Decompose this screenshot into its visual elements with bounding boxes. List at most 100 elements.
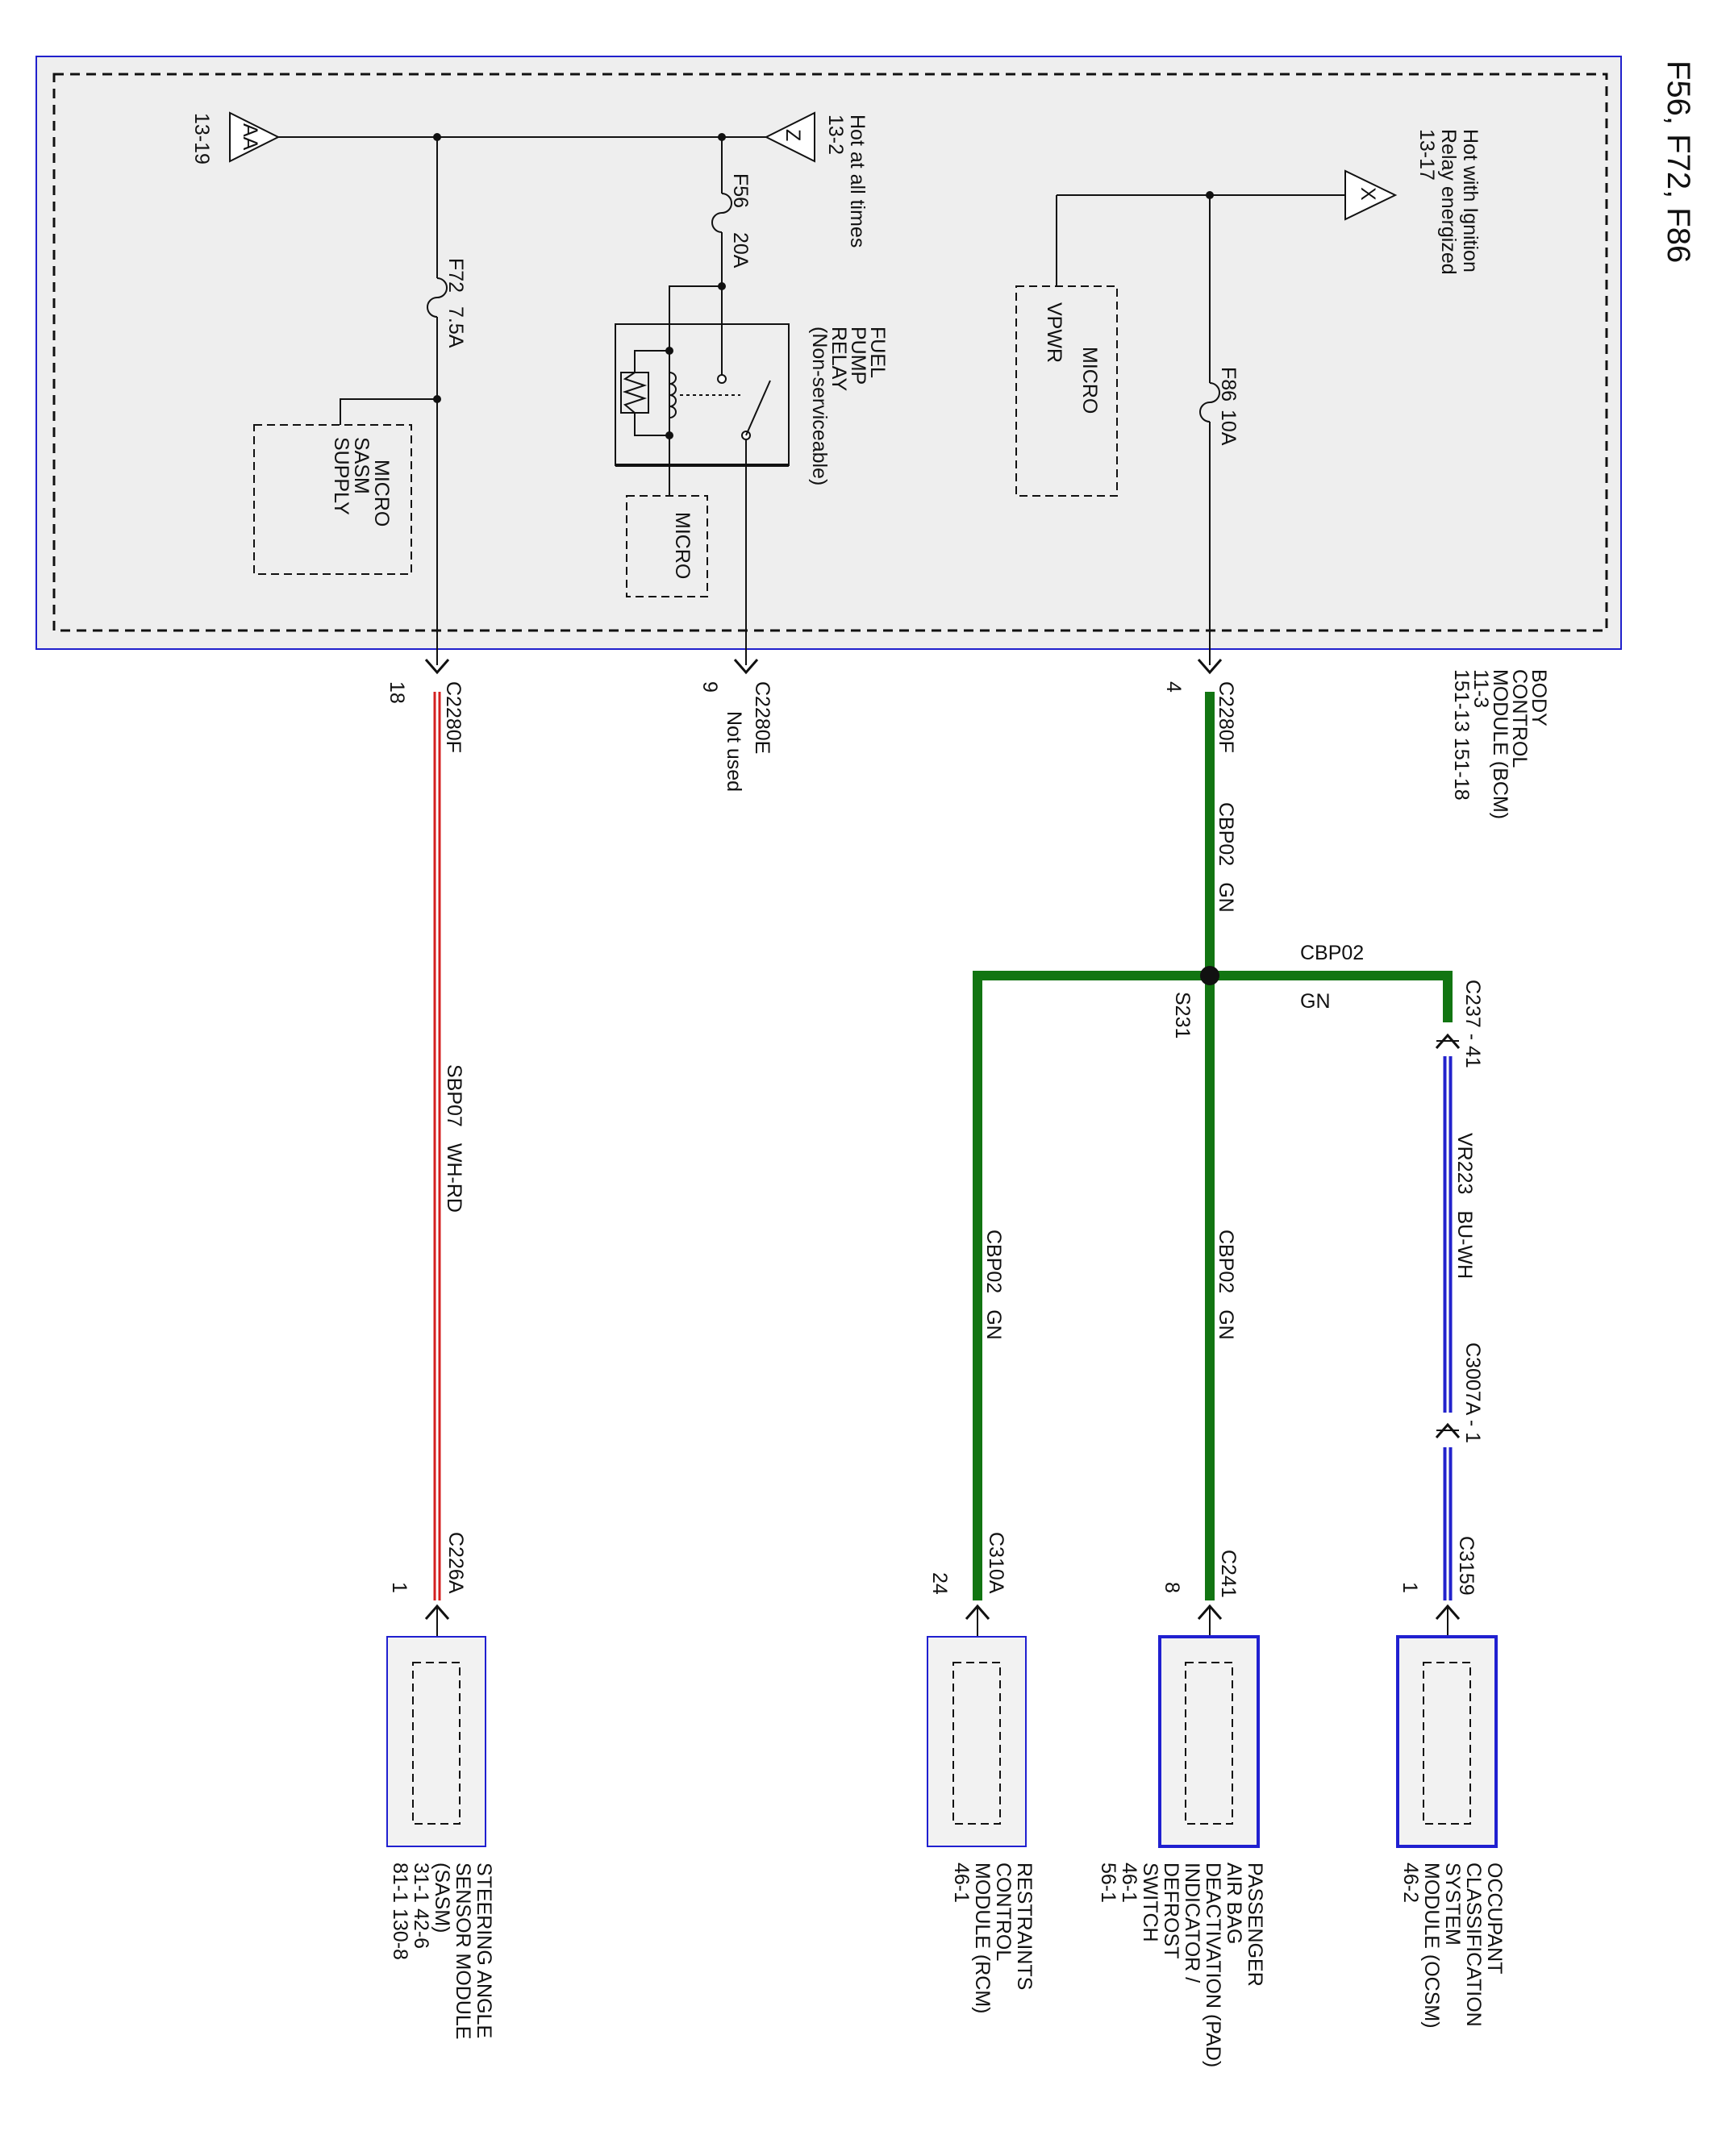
pad-line-2: AIR BAG <box>1223 1863 1245 1944</box>
micro-vpwr-box <box>1015 285 1118 497</box>
relay-line-1: FUEL <box>866 327 889 378</box>
coil-resistor-zigzag <box>622 372 648 414</box>
wire-f72-to-sasm-supply <box>340 398 437 425</box>
sasm-line-4: 31-1 42-6 <box>410 1863 432 1949</box>
pad-line-4: INDICATOR / <box>1181 1863 1203 1983</box>
ocsm-line-4: MODULE (OCSM) <box>1420 1863 1443 2029</box>
module-sasm-inner <box>412 1662 461 1825</box>
source-z: Z Hot at all times 13-2 <box>764 111 869 253</box>
sasm-supply-micro-box <box>253 424 412 575</box>
bcm-line-1: BODY <box>1528 669 1550 726</box>
connector-c310a-name: C310A <box>985 1532 1007 1594</box>
fuse-f72-rating: 7.5A <box>444 306 467 348</box>
wire-rcm-id: CBP02 <box>982 1230 1005 1293</box>
module-pad-inner <box>1185 1662 1233 1825</box>
relay-contact-fixed <box>717 374 727 384</box>
connector-c226a-name: C226A <box>444 1532 467 1594</box>
connector-c237-label: C237 - 41 <box>1461 980 1484 1068</box>
connector-c3007a-label: C3007A - 1 <box>1461 1342 1484 1443</box>
module-sasm-box <box>386 1636 486 1847</box>
connector-pin9-name: C2280E <box>751 681 773 754</box>
micro-vpwr-line-2: VPWR <box>1043 302 1065 363</box>
source-x-label: Hot with Ignition Relay energized 13-17 <box>1415 129 1482 281</box>
wire-cbp02-bcm-label: CBP02GN <box>1215 802 1237 913</box>
relay-line-3: RELAY <box>827 327 850 391</box>
bcm-inner-boundary <box>52 73 1608 632</box>
bcm-label: BODY CONTROL MODULE (BCM) 11-3 151-13 15… <box>1450 669 1550 825</box>
wire-pad-color: GN <box>1215 1309 1237 1340</box>
ocsm-line-5: 46-2 <box>1399 1863 1422 1903</box>
source-x-line-1: Hot with Ignition <box>1459 129 1482 273</box>
source-z-letter: Z <box>782 129 804 141</box>
fuse-f72-symbol <box>427 277 448 318</box>
source-x-line-3: 13-17 <box>1415 129 1438 181</box>
rcm-line-1: RESTRAINTS <box>1013 1863 1036 1990</box>
wire-sasm-label: SBP07WH-RD <box>443 1064 465 1213</box>
connector-c226a: C226A 1 <box>388 1532 467 1637</box>
source-z-line-1: Hot at all times <box>846 114 869 248</box>
source-aa: AA 13-19 <box>190 111 281 164</box>
relay-micro-box <box>626 495 708 597</box>
source-aa-letter: AA <box>239 123 261 151</box>
sasm-line-1: STEERING ANGLE <box>473 1863 495 2038</box>
connector-c2280f-pin4: C2280F 4 <box>1162 659 1237 753</box>
module-ocsm-inner <box>1423 1662 1471 1825</box>
module-ocsm: OCCUPANT CLASSIFICATION SYSTEM MODULE (O… <box>1396 1635 1506 2029</box>
connector-c3159-name: C3159 <box>1455 1536 1478 1596</box>
module-rcm-label: RESTRAINTS CONTROL MODULE (RCM) 46-1 <box>950 1863 1036 2019</box>
relay-line-4: (Non-serviceable) <box>808 327 831 485</box>
source-z-triangle <box>764 111 815 163</box>
source-z-line-2: 13-2 <box>824 114 847 155</box>
module-ocsm-box <box>1396 1635 1498 1848</box>
connector-c241-name: C241 <box>1217 1550 1240 1598</box>
relay-switch-arm <box>745 380 771 436</box>
connector-c2280e-pin9: C2280E 9 Not used <box>698 659 773 792</box>
connector-pin4-name: C2280F <box>1215 681 1237 753</box>
fuse-f86-symbol <box>1199 382 1220 422</box>
fuse-f86-rating: 10A <box>1217 410 1240 446</box>
connector-c3159: C3159 1 <box>1398 1536 1478 1637</box>
wire-sasm-id: SBP07 <box>443 1064 465 1127</box>
fuse-f56-symbol <box>711 193 732 233</box>
pad-line-6: SWITCH <box>1139 1863 1161 1942</box>
wire-rcm-label: CBP02GN <box>982 1230 1005 1340</box>
connector-c241-pin: 8 <box>1161 1582 1183 1593</box>
pad-line-3: DEACTIVATION (PAD) <box>1202 1863 1224 2067</box>
wire-f56-to-coil <box>669 285 722 351</box>
rcm-line-4: 46-1 <box>950 1863 973 1903</box>
sasm-supply-line-2: SASM <box>350 437 373 494</box>
source-aa-ref: 13-19 <box>190 113 213 164</box>
fuse-f56-rating: 20A <box>729 232 752 268</box>
connector-pin18-name: C2280F <box>442 681 465 753</box>
wire-pad-label: CBP02GN <box>1215 1230 1237 1340</box>
coil-resistor-leads <box>634 350 669 373</box>
source-z-label: Hot at all times 13-2 <box>824 114 869 253</box>
source-x: X Hot with Ignition Relay energized 13-1… <box>1344 129 1482 281</box>
ocsm-line-1: OCCUPANT <box>1483 1863 1506 1974</box>
fuse-f86-name: F86 <box>1217 367 1240 402</box>
module-rcm-box <box>927 1636 1027 1847</box>
wire-ocsm-label: VR223BU-WH <box>1453 1133 1476 1279</box>
bcm-line-5: 151-13 151-18 <box>1450 669 1473 801</box>
connector-c310a: C310A 24 <box>928 1532 1007 1637</box>
connector-c3159-pin: 1 <box>1398 1582 1421 1593</box>
sasm-line-5: 81-1 130-8 <box>389 1863 411 1960</box>
source-x-line-2: Relay energized <box>1437 129 1460 275</box>
splice-s231 <box>1200 966 1219 985</box>
source-aa-triangle <box>229 111 281 163</box>
module-pad: PASSENGER AIR BAG DEACTIVATION (PAD) IND… <box>1097 1635 1266 2067</box>
ocsm-line-3: SYSTEM <box>1441 1863 1464 1946</box>
wire-cbp02-to-rcm-branch <box>973 971 1210 1600</box>
bcm-housing <box>35 56 1622 650</box>
page-title: F56, F72, F86 <box>1661 60 1696 263</box>
connector-pin9-note: Not used <box>723 711 745 792</box>
micro-vpwr-line-1: MICRO <box>1078 347 1101 414</box>
pad-line-5: DEFROST <box>1160 1863 1182 1958</box>
wire-splice-out-id: CBP02 <box>1300 942 1364 964</box>
connector-pin4-symbol <box>1197 659 1223 675</box>
wire-cbp02-bcm-color: GN <box>1215 882 1237 913</box>
wire-ocsm-id: VR223 <box>1453 1133 1476 1194</box>
connector-c2280f-pin18: C2280F 18 <box>386 659 465 753</box>
connector-pin18-number: 18 <box>386 681 408 704</box>
